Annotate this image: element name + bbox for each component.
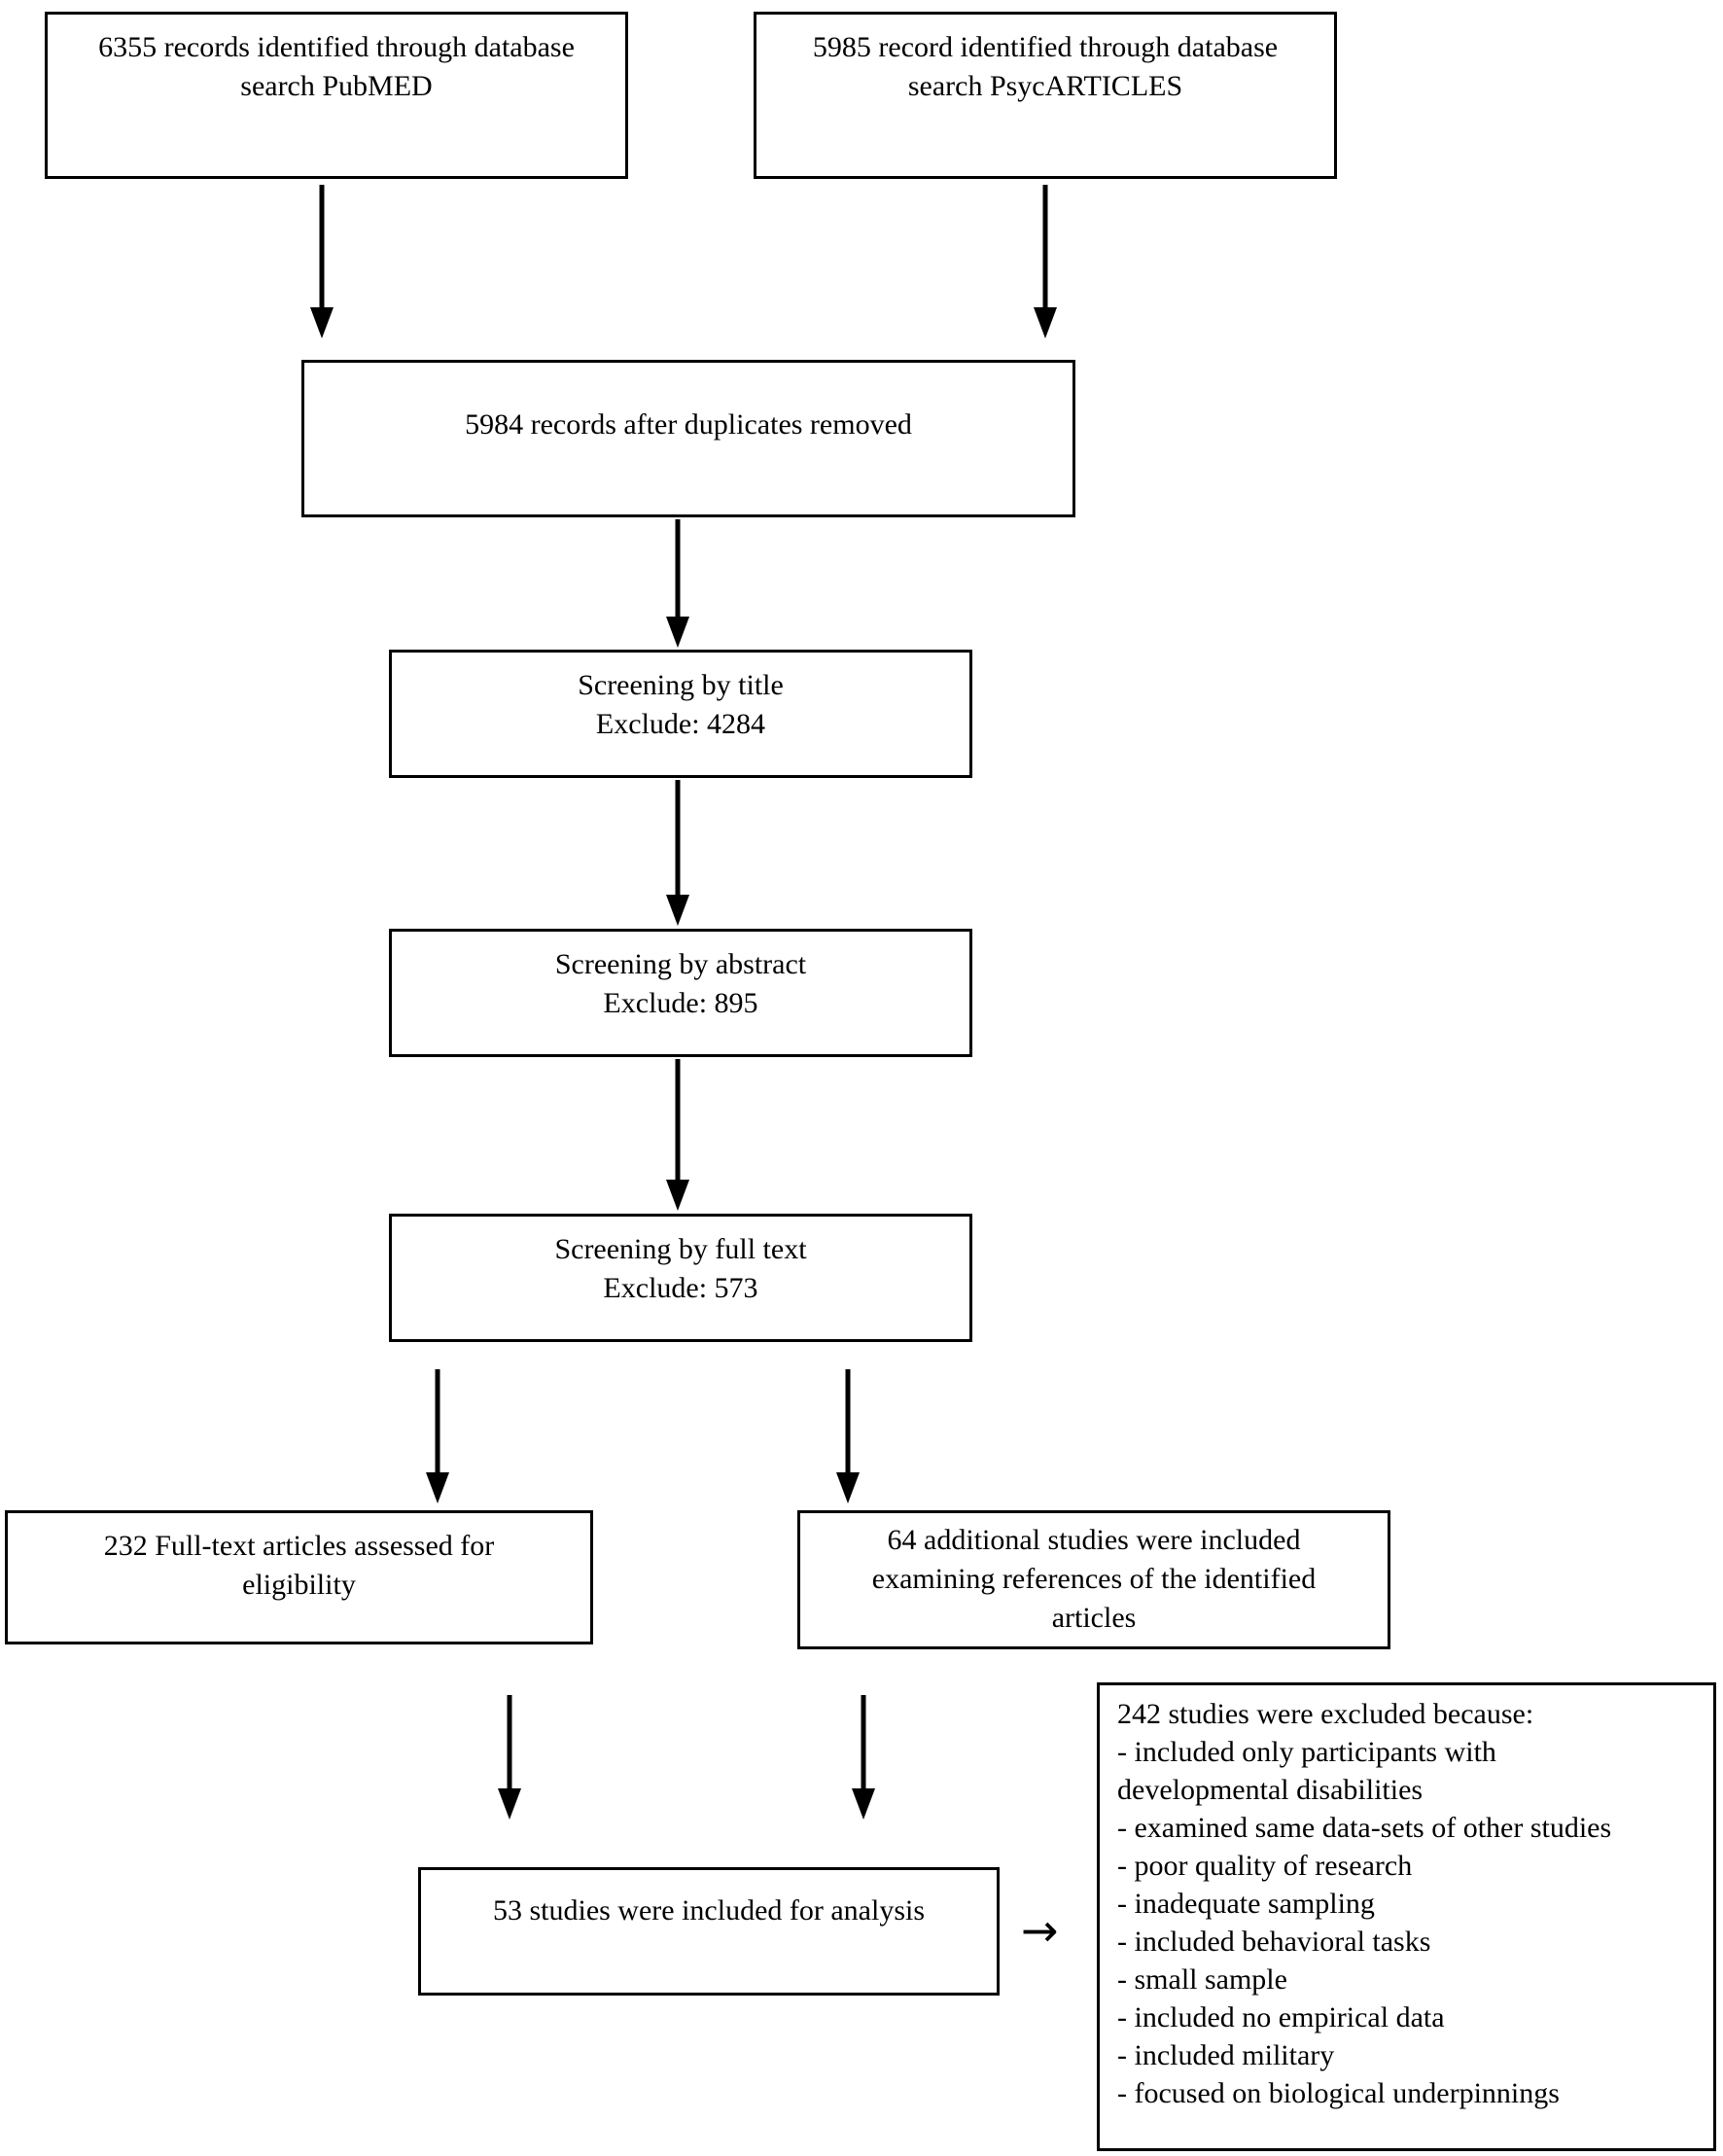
arrow-pubmed-to-duplicates [310, 185, 334, 338]
box-included-for-analysis: 53 studies were included for analysis [418, 1867, 1000, 1996]
box-screening-title-text: Screening by title Exclude: 4284 [578, 669, 784, 740]
box-source-psycarticles: 5985 record identified through database … [754, 12, 1337, 179]
arrow-title-to-abstract [666, 780, 689, 926]
box-source-psycarticles-text: 5985 record identified through database … [812, 31, 1279, 102]
box-additional-studies: 64 additional studies were included exam… [797, 1510, 1390, 1649]
box-included-for-analysis-text: 53 studies were included for analysis [492, 1894, 926, 1926]
arrow-assessed-to-included [498, 1695, 521, 1820]
arrow-psycarticles-to-duplicates [1034, 185, 1057, 338]
box-screening-title: Screening by title Exclude: 4284 [389, 650, 972, 778]
arrow-duplicates-to-screening-title [666, 519, 689, 648]
box-excluded-reasons-text: 242 studies were excluded because: - inc… [1117, 1698, 1612, 2109]
box-duplicates-removed-text: 5984 records after duplicates removed [465, 408, 912, 441]
box-source-pubmed-text: 6355 records identified through database… [98, 31, 575, 102]
box-fulltext-assessed: 232 Full-text articles assessed for elig… [5, 1510, 593, 1644]
box-duplicates-removed: 5984 records after duplicates removed [301, 360, 1075, 517]
box-fulltext-assessed-text: 232 Full-text articles assessed for elig… [103, 1530, 495, 1601]
box-excluded-reasons: 242 studies were excluded because: - inc… [1097, 1682, 1716, 2151]
box-screening-fulltext: Screening by full text Exclude: 573 [389, 1214, 972, 1342]
arrow-additional-to-included [852, 1695, 875, 1820]
box-screening-fulltext-text: Screening by full text Exclude: 573 [554, 1233, 807, 1304]
arrow-abstract-to-fulltext [666, 1059, 689, 1211]
arrow-fulltext-to-additional [836, 1369, 860, 1503]
box-screening-abstract: Screening by abstract Exclude: 895 [389, 929, 972, 1057]
box-screening-abstract-text: Screening by abstract Exclude: 895 [554, 948, 807, 1019]
arrow-right-icon: → [1021, 1904, 1059, 1957]
box-additional-studies-text: 64 additional studies were included exam… [871, 1524, 1317, 1634]
arrow-fulltext-to-assessed [426, 1369, 449, 1503]
box-source-pubmed: 6355 records identified through database… [45, 12, 628, 179]
